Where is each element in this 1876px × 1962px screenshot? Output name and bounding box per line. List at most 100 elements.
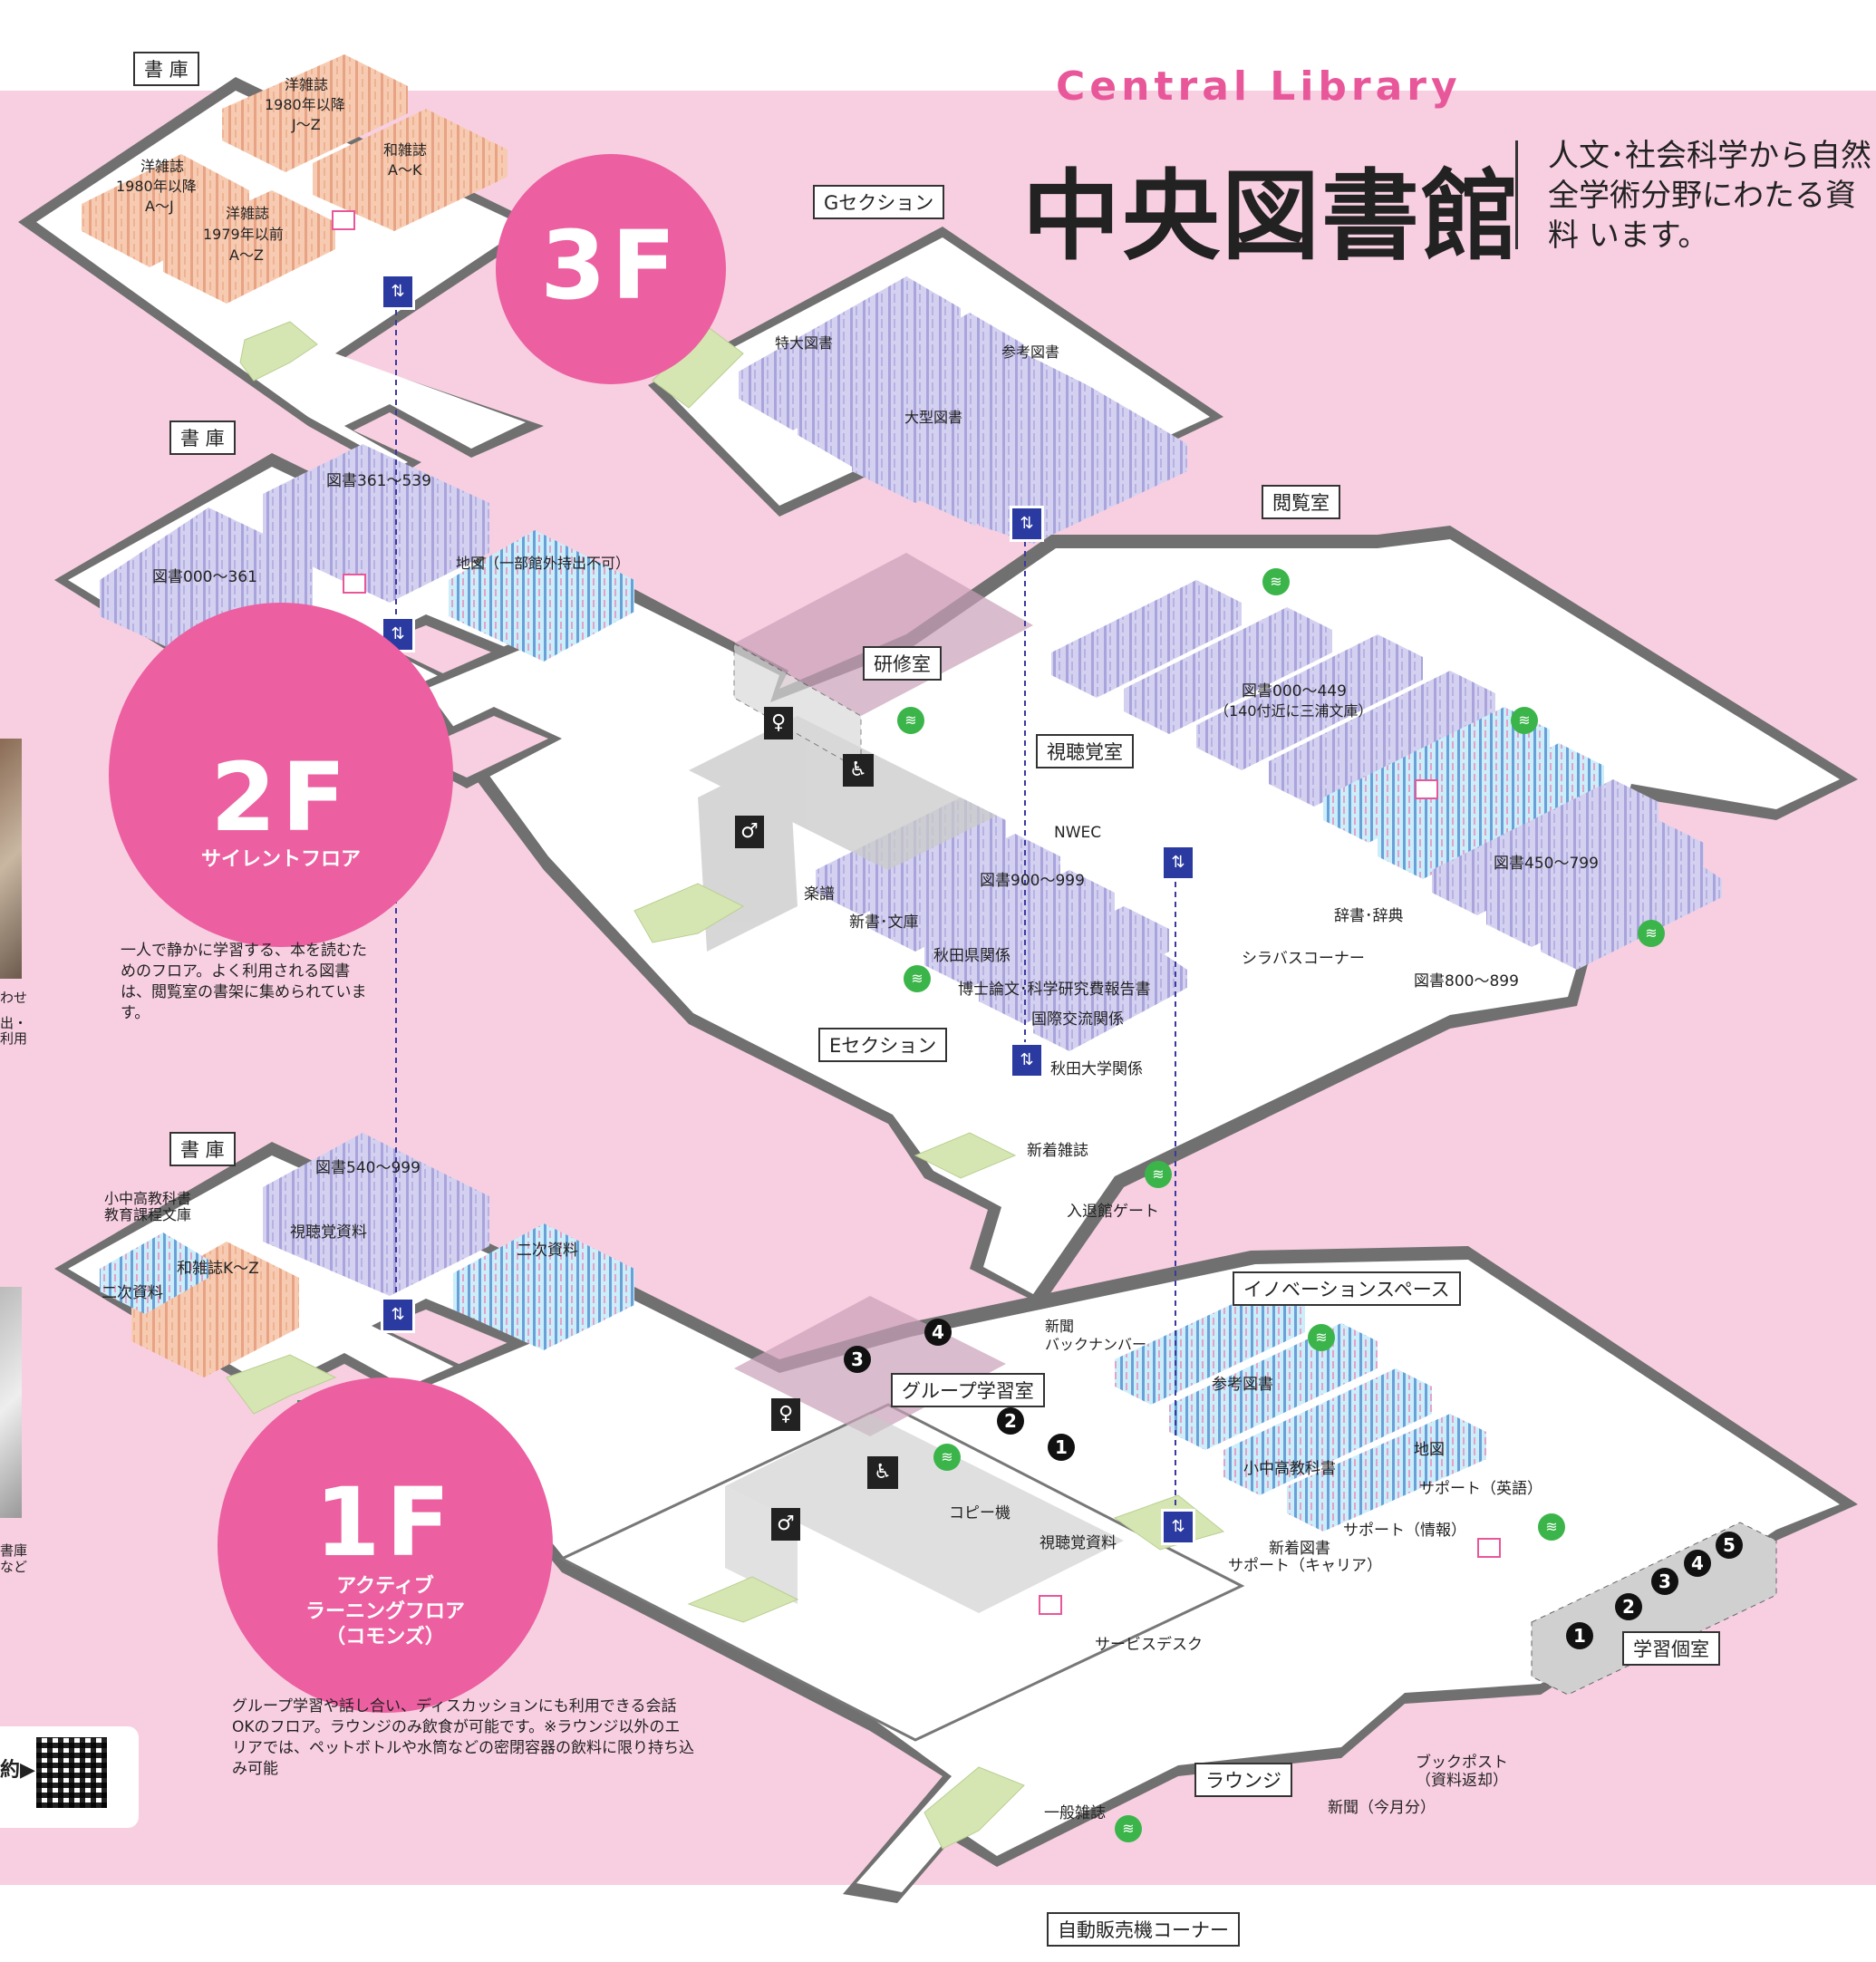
label-2f: 新書･文庫 [849,913,919,932]
wifi-icon: ≋ [933,1444,961,1471]
pc-icon [1415,779,1438,799]
elevator-icon[interactable]: ⇅ [1010,1042,1044,1078]
stack-1f-shoko [100,1133,634,1377]
label-innovation: イノベーションスペース [1233,1271,1461,1306]
label-lounge: ラウンジ [1194,1763,1292,1797]
label-1f: 視聴覚資料 [1040,1534,1117,1552]
elevator-icon[interactable]: ⇅ [381,274,415,310]
floor-1f-sublabel-3: （コモンズ） [325,1626,445,1648]
floor-2f-sublabel: サイレントフロア [200,848,361,871]
elevator-icon[interactable]: ⇅ [1161,845,1195,881]
wifi-icon: ≋ [1145,1161,1172,1188]
label-group-room: グループ学習室 [891,1373,1045,1407]
label-2f: （140付近に三浦文庫） [1214,702,1373,720]
floor-3f-label: 3F [540,210,682,321]
label-3f: J～Z [292,116,321,133]
floor-1f-description: グループ学習や話し合い、ディスカッションにも利用できる会話OKのフロア。ラウンジ… [232,1697,694,1778]
booth-number-2: 2 [1615,1593,1642,1620]
wifi-icon: ≋ [1115,1815,1142,1842]
label-1f: 図書540～999 [315,1159,421,1177]
wifi-icon: ≋ [1511,707,1538,734]
label-1f: サポート（キャリア） [1228,1557,1382,1575]
label-kenshu: 研修室 [863,646,942,681]
floor-1f-sublabel-2: ラーニングフロア [305,1600,465,1623]
label-2f: シラバスコーナー [1242,950,1365,968]
label-1f: 教育課程文庫 [104,1206,192,1223]
floor-2f-badge: 2F サイレントフロア [109,603,453,947]
label-2f: 図書450～799 [1494,855,1599,873]
label-2f: 図書900～999 [980,872,1085,890]
label-g-section: Gセクション [813,185,945,219]
reservation-qr-card[interactable]: 約▶ [0,1726,139,1828]
qr-code[interactable] [36,1737,107,1808]
rooms-1f-booths [1531,1522,1777,1696]
title-english: Central Library [1056,63,1462,110]
pc-icon [332,210,355,230]
restroom-icon: ♂ [771,1508,800,1541]
floor-2f-description: 一人で静かに学習する、本を読むためのフロア。よく利用される図書は、閲覧室の書架に… [121,942,367,1022]
label-2f: 地図（一部館外持出不可） [456,555,631,572]
label-2f: 辞書･辞典 [1334,907,1404,925]
booth-number-3: 3 [1651,1568,1678,1595]
label-1f: 小中高教科書 [104,1190,192,1207]
label-2f: NWEC [1054,824,1102,842]
floor-1f-sublabel-1: アクティブ [336,1575,434,1598]
label-etsuran: 閲覧室 [1262,485,1340,519]
floor-2f-label: 2F [210,742,352,853]
label-2f: 楽譜 [804,885,835,904]
wifi-icon: ≋ [1262,568,1290,595]
label-2f: 秋田大学関係 [1050,1060,1143,1078]
label-1f: サービスデスク [1095,1636,1203,1654]
label-1f: コピー機 [949,1504,1011,1522]
label-2f: 図書000～361 [152,568,257,586]
sidebar-fragment: など [0,1559,28,1575]
sidebar-fragment: 利用 [0,1030,28,1047]
elevator-icon[interactable]: ⇅ [381,1297,415,1333]
title-description: 人文･社会科学から自然 全学術分野にわたる資料 います。 [1548,138,1871,254]
label-3f: 洋雑誌 [226,205,270,222]
label-2f: 図書000～449 [1242,682,1347,701]
floor-1f-badge: 1F アクティブ ラーニングフロア （コモンズ） [218,1377,553,1713]
label-3f: 1979年以前 [203,226,284,243]
booth-number-4: 4 [1684,1550,1711,1577]
label-1f: 二次資料 [517,1242,578,1260]
booth-number-5: 5 [1716,1532,1743,1559]
booth-number-1: 1 [1566,1622,1593,1649]
group-room-number-4: 4 [924,1319,952,1346]
wifi-icon: ≋ [1538,1513,1565,1541]
label-shoko-2f: 書 庫 [169,420,236,455]
group-room-number-2: 2 [997,1407,1024,1435]
label-1f: サポート（英語） [1419,1480,1542,1498]
label-2f: 入退館ゲート [1067,1203,1159,1221]
label-2f: 秋田県関係 [933,947,1011,965]
sidebar-fragment: わせ [0,990,28,1006]
elevator-icon[interactable]: ⇅ [1010,506,1044,542]
label-3f: A～J [145,198,174,215]
label-3f: 洋雑誌 [285,76,329,93]
photo-1f [0,1287,22,1518]
stack-3f-peach [82,54,508,304]
label-3f: 洋雑誌 [140,158,185,175]
label-1f: 参考図書 [1212,1376,1273,1394]
sidebar-fragment: 出・ [0,1015,28,1031]
elevator-icon[interactable]: ⇅ [1161,1509,1195,1545]
qr-label: 約▶ [0,1759,35,1782]
label-1f: （資料返却） [1416,1772,1508,1790]
label-shoko-3f: 書 庫 [133,52,199,86]
sidebar-fragment: 書庫 [0,1542,28,1559]
label-3f: A～K [388,161,422,179]
restroom-icon: ♀ [764,707,793,739]
stack-3f-gsection [739,276,1187,544]
label-3f: 参考図書 [1001,343,1060,361]
label-3f: 1980年以降 [116,178,197,195]
restroom-icon: ♀ [771,1398,800,1431]
restroom-icon: ♂ [735,816,764,848]
label-1f: 視聴覚資料 [290,1223,367,1242]
stack-1f-innovation [1115,1287,1486,1532]
label-1f: ブックポスト [1416,1754,1508,1772]
label-1f: 新聞 [1045,1318,1075,1335]
pc-icon [343,574,366,594]
label-2f: 図書800～899 [1414,972,1519,991]
label-1f: 一般雑誌 [1044,1804,1106,1822]
